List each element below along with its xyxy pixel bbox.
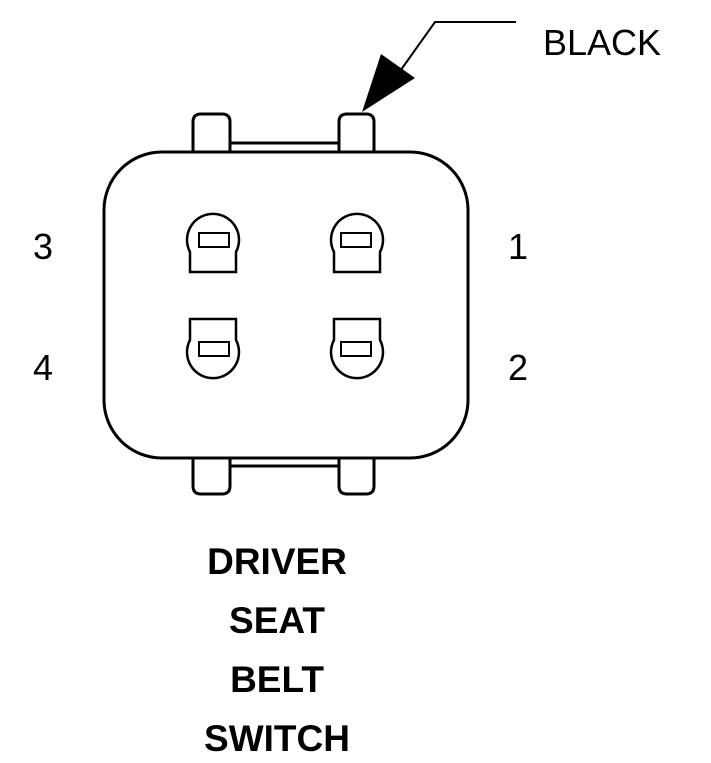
pin-number-2: 2 — [508, 347, 528, 388]
title-line-4: SWITCH — [204, 718, 350, 759]
bottom-right-tab — [337, 458, 376, 496]
top-right-tab — [337, 112, 376, 152]
terminal-cavity-3 — [185, 212, 241, 274]
connector-body — [102, 150, 470, 460]
component-title: DRIVER SEAT BELT SWITCH — [204, 541, 350, 759]
bottom-latch — [191, 458, 376, 496]
pin-number-4: 4 — [33, 347, 53, 388]
title-line-3: BELT — [230, 659, 324, 700]
bottom-left-tab — [191, 458, 232, 496]
top-latch — [191, 112, 376, 152]
pin-number-3: 3 — [33, 226, 53, 267]
terminal-cavity-4 — [185, 317, 241, 380]
title-line-1: DRIVER — [207, 541, 347, 582]
leader-line — [397, 21, 516, 75]
title-line-2: SEAT — [229, 600, 325, 641]
terminal-cavity-1 — [329, 212, 385, 274]
pin-number-1: 1 — [508, 226, 528, 267]
top-left-tab — [191, 112, 232, 152]
wire-color-label: BLACK — [543, 22, 661, 63]
terminal-cavity-2 — [329, 317, 385, 380]
leader-arrowhead — [362, 54, 415, 112]
wire-color-leader — [362, 21, 516, 112]
